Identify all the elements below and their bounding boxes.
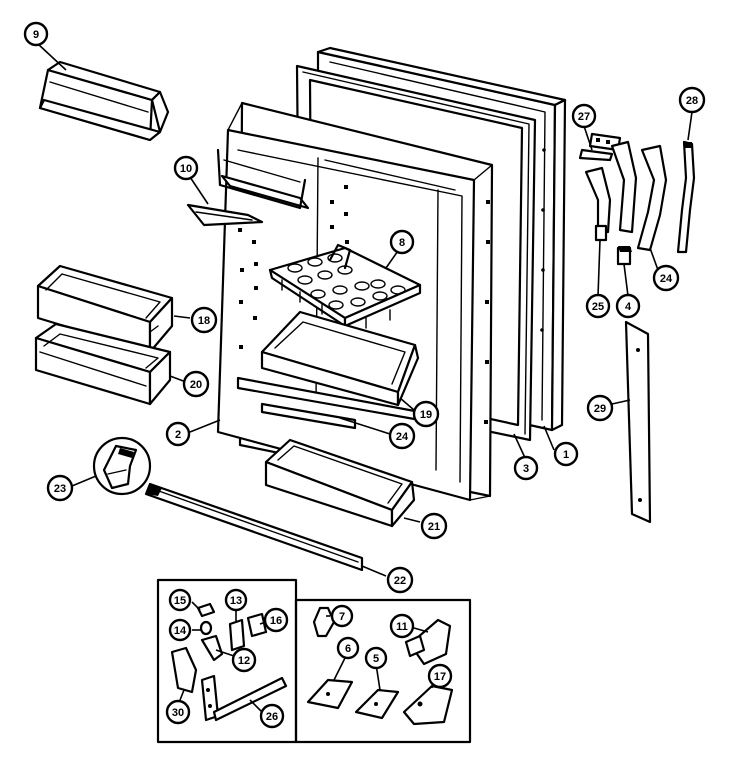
part-door-shelf-middle [260, 310, 420, 407]
callout-29: 29 [586, 394, 614, 422]
callout-11: 11 [389, 613, 415, 639]
callout-25: 25 [585, 293, 611, 319]
callout-28: 28 [678, 86, 706, 114]
callout-4: 4 [615, 293, 641, 319]
callout-12: 12 [231, 647, 257, 673]
callout-6: 6 [336, 636, 360, 660]
callout-5-label: 5 [373, 653, 379, 665]
part-dairy-door [38, 60, 170, 142]
callout-24-door: 24 [388, 422, 416, 450]
callout-26: 26 [259, 703, 285, 729]
callout-13: 13 [224, 588, 248, 612]
callout-24-door-label: 24 [396, 431, 409, 443]
callout-21: 21 [420, 512, 448, 540]
callout-27-label: 27 [578, 111, 590, 123]
callout-25-label: 25 [592, 301, 604, 313]
callout-4-label: 4 [625, 301, 632, 313]
part-bin-upper [36, 264, 174, 354]
part-hinge-strip-28 [676, 140, 696, 254]
callout-23: 23 [46, 474, 74, 502]
callout-19-label: 19 [420, 409, 432, 421]
callout-22-label: 22 [394, 575, 406, 587]
callout-24-hinge-label: 24 [660, 273, 673, 285]
callout-1-label: 1 [563, 449, 569, 461]
callout-15-label: 15 [174, 595, 186, 607]
callout-20-label: 20 [190, 379, 202, 391]
callout-7-label: 7 [339, 611, 345, 623]
part-hinge-cover-25 [584, 166, 612, 242]
callout-30: 30 [165, 699, 191, 725]
callout-12-label: 12 [238, 655, 250, 667]
inset-clips-plugs [294, 598, 472, 744]
callout-14-label: 14 [174, 625, 187, 637]
callout-2-label: 2 [175, 429, 181, 441]
callout-27: 27 [571, 103, 597, 129]
part-trim-endcap [92, 436, 152, 496]
callout-3-label: 3 [523, 463, 529, 475]
callout-3: 3 [513, 455, 539, 481]
callout-23-label: 23 [54, 483, 66, 495]
callout-1: 1 [553, 441, 579, 467]
callout-10-label: 10 [180, 163, 192, 175]
callout-14: 14 [168, 618, 192, 642]
part-dairy-flap [186, 203, 264, 227]
callout-16: 16 [263, 607, 289, 633]
part-hinge-cover-4 [610, 140, 638, 266]
part-bin-lower [34, 322, 172, 406]
callout-18: 18 [190, 306, 218, 334]
callout-26-label: 26 [266, 711, 278, 723]
callout-20: 20 [182, 370, 210, 398]
part-hinge-cover-24 [636, 144, 668, 252]
callout-6-label: 6 [345, 643, 351, 655]
callout-29-label: 29 [594, 403, 606, 415]
callout-13-label: 13 [230, 595, 242, 607]
callout-22: 22 [386, 566, 414, 594]
callout-9: 9 [23, 21, 49, 47]
callout-16-label: 16 [270, 615, 282, 627]
callout-18-label: 18 [198, 315, 210, 327]
callout-9-label: 9 [33, 29, 39, 41]
callout-8: 8 [389, 229, 415, 255]
callout-28-label: 28 [686, 95, 698, 107]
callout-10: 10 [173, 155, 199, 181]
callout-5: 5 [364, 646, 388, 670]
part-door-shelf-lower [264, 438, 416, 528]
part-egg-tray [268, 243, 422, 329]
callout-17-label: 17 [434, 671, 446, 683]
callout-7: 7 [330, 604, 354, 628]
callout-30-label: 30 [172, 707, 184, 719]
callout-8-label: 8 [399, 237, 405, 249]
callout-11-label: 11 [396, 621, 408, 633]
callout-2: 2 [165, 421, 191, 447]
callout-24-hinge: 24 [652, 264, 680, 292]
callout-21-label: 21 [428, 521, 440, 533]
callout-15: 15 [168, 588, 192, 612]
part-bottom-trim [144, 482, 364, 572]
callout-17: 17 [427, 663, 453, 689]
callout-19: 19 [412, 400, 440, 428]
part-side-trim-29 [624, 320, 652, 524]
